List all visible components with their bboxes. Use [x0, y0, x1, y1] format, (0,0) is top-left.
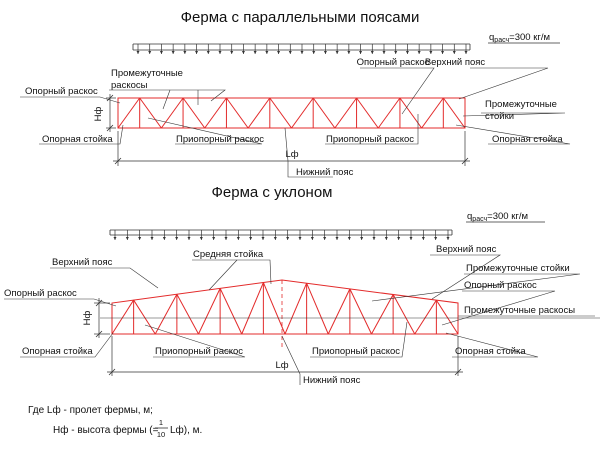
truss1-intermediate-braces-2: раскосы — [111, 80, 148, 91]
truss1-span-label: Lф — [285, 149, 298, 160]
truss1-support-post-left: Опорная стойка — [42, 134, 113, 145]
truss2-lower-chord: Нижний пояс — [303, 375, 361, 386]
legend-fraction: 1 10 — [155, 418, 168, 439]
legend-frac-num: 1 — [159, 418, 163, 427]
truss1-load — [132, 43, 471, 54]
truss2-span-dimension — [107, 336, 463, 376]
truss2-title: Ферма с уклоном — [211, 184, 332, 201]
truss1-intermediate-posts-2: стойки — [485, 111, 514, 122]
truss2-support-post-right: Опорная стойка — [455, 346, 526, 357]
truss1-intermediate-braces-1: Промежуточные — [111, 68, 183, 79]
truss2-height-label: Нф — [82, 310, 93, 325]
truss1-load-label: qрасч=300 кг/м — [489, 32, 550, 44]
truss1-lower-chord: Нижний пояс — [296, 167, 354, 178]
truss1-body — [117, 97, 466, 129]
truss2-upper-chord-right: Верхний пояс — [436, 244, 497, 255]
truss1-upper-chord: Верхний пояс — [425, 57, 486, 68]
truss2-intermediate-braces: Промежуточные раскосы — [464, 305, 575, 316]
truss1-support-brace-left: Опорный раскос — [25, 86, 98, 97]
truss1-load-arrows — [136, 44, 468, 54]
legend-line-1: Где Lф - пролет фермы, м; — [28, 404, 153, 416]
truss1-near-support-brace-2: Приопорный раскос — [326, 134, 414, 145]
legend-line-2-pre: Нф - высота фермы (= — [53, 424, 159, 436]
truss1-support-brace-top: Опорный раскос — [357, 57, 430, 68]
truss2-leaders — [4, 254, 595, 385]
truss2-load-arrows — [113, 230, 450, 240]
truss2-middle-post: Средняя стойка — [193, 249, 264, 260]
legend-line-2-post: Lф), м. — [170, 424, 202, 436]
truss2-body — [100, 279, 600, 350]
truss2-upper-chord-left: Верхний пояс — [52, 257, 113, 268]
truss1-span-dimension — [113, 131, 470, 166]
truss2-span-label: Lф — [275, 360, 288, 371]
truss1-height-dimension — [106, 94, 116, 132]
truss2-support-brace-right: Опорный раскос — [464, 280, 537, 291]
truss2-support-post-left: Опорная стойка — [22, 346, 93, 357]
truss1-title: Ферма с параллельными поясами — [181, 9, 420, 26]
truss2-intermediate-posts: Промежуточные стойки — [466, 263, 570, 274]
truss2-load-label: qрасч=300 кг/м — [467, 211, 528, 223]
truss1-intermediate-posts-1: Промежуточные — [485, 99, 557, 110]
truss2-load — [109, 229, 453, 240]
truss2-near-support-brace-2: Приопорный раскос — [312, 346, 400, 357]
truss1-near-support-brace-1: Приопорный раскос — [176, 134, 264, 145]
truss2-near-support-brace-1: Приопорный раскос — [155, 346, 243, 357]
legend-frac-den: 10 — [157, 430, 165, 439]
truss1-height-label: Нф — [93, 106, 104, 121]
truss2-support-brace-left: Опорный раскос — [4, 288, 77, 299]
truss1-leaders — [20, 67, 571, 178]
truss1-support-post-right: Опорная стойка — [492, 134, 563, 145]
